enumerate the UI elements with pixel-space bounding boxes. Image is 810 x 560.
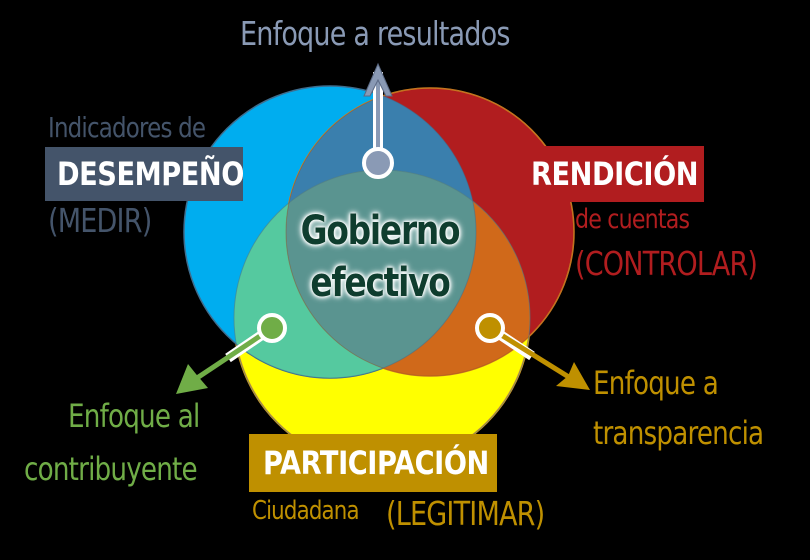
desempeno-sub: (MEDIR) xyxy=(48,201,152,240)
desempeno-intro: Indicadores de xyxy=(48,111,206,144)
participacion-box: PARTICIPACIÓN xyxy=(249,434,497,492)
contribuyente-line1: Enfoque al xyxy=(68,397,200,435)
desempeno-box: DESEMPEÑO xyxy=(45,147,244,201)
center-title-line2: efectivo xyxy=(310,260,450,306)
top-arrow xyxy=(362,62,394,179)
contribuyente-line2: contribuyente xyxy=(24,450,198,488)
rendicion-sub1: de cuentas xyxy=(575,204,690,235)
desempeno-box-label: DESEMPEÑO xyxy=(57,155,244,193)
transparencia-line1: Enfoque a xyxy=(593,364,719,402)
center-title: Gobierno efectivo xyxy=(270,205,490,309)
right-arrow xyxy=(475,313,590,390)
participacion-sub1: Ciudadana xyxy=(252,496,360,526)
rendicion-box-label: RENDICIÓN xyxy=(531,155,699,193)
top-arrow-label: Enfoque a resultados xyxy=(240,14,510,53)
left-arrow xyxy=(176,313,287,394)
participacion-box-label: PARTICIPACIÓN xyxy=(263,444,489,482)
rendicion-box: RENDICIÓN xyxy=(517,146,704,202)
participacion-sub2: (LEGITIMAR) xyxy=(386,494,545,533)
rendicion-sub2: (CONTROLAR) xyxy=(575,244,758,283)
center-overlap xyxy=(286,170,476,376)
center-title-line1: Gobierno xyxy=(300,208,461,254)
transparencia-line2: transparencia xyxy=(593,414,764,452)
